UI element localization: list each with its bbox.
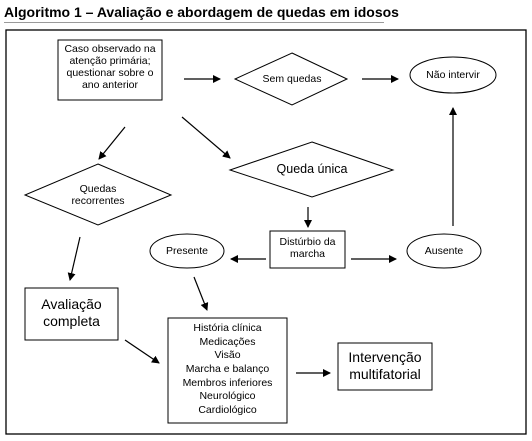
sem-quedas-label: Sem quedas (262, 73, 322, 85)
disturbio-box (269, 230, 346, 269)
caso-label: Caso observado na atenção primária; ques… (64, 43, 156, 92)
quedas-recorrentes-label: Quedas recorrentes (71, 183, 125, 208)
arrow-presente-to-checklist (193, 276, 209, 311)
disturbio-label: Distúrbio da marcha (279, 236, 336, 261)
nao-intervir-label: Não intervir (426, 69, 480, 81)
quedas-recorrentes-diamond (23, 163, 173, 226)
arrow-quedas-recorrentes-to-avaliacao (67, 236, 81, 281)
outer-frame (5, 29, 527, 435)
presente-ellipse (149, 233, 225, 269)
title-underline (4, 22, 384, 23)
checklist-box (167, 317, 288, 424)
avaliacao-box (24, 287, 119, 341)
intervencao-label: Intervenção multifatorial (348, 349, 422, 382)
queda-unica-diamond (228, 141, 395, 198)
ausente-label: Ausente (424, 245, 464, 257)
arrow-avaliacao-to-checklist (124, 339, 160, 364)
avaliacao-label: Avaliação completa (41, 296, 102, 329)
presente-label: Presente (165, 245, 209, 257)
checklist-label: História clínica Medicações Visão Marcha… (182, 322, 273, 416)
arrow-caso-to-quedas-recorrentes (98, 126, 126, 160)
intervencao-box (337, 342, 433, 391)
ausente-ellipse (406, 233, 482, 269)
arrow-caso-to-queda-unica (181, 116, 231, 159)
caso-box (57, 39, 163, 101)
queda-unica-label: Queda única (276, 162, 348, 176)
nao-intervir-ellipse (409, 56, 497, 94)
diagram-title: Algoritmo 1 – Avaliação e abordagem de q… (4, 4, 399, 20)
sem-quedas-diamond (233, 52, 349, 106)
